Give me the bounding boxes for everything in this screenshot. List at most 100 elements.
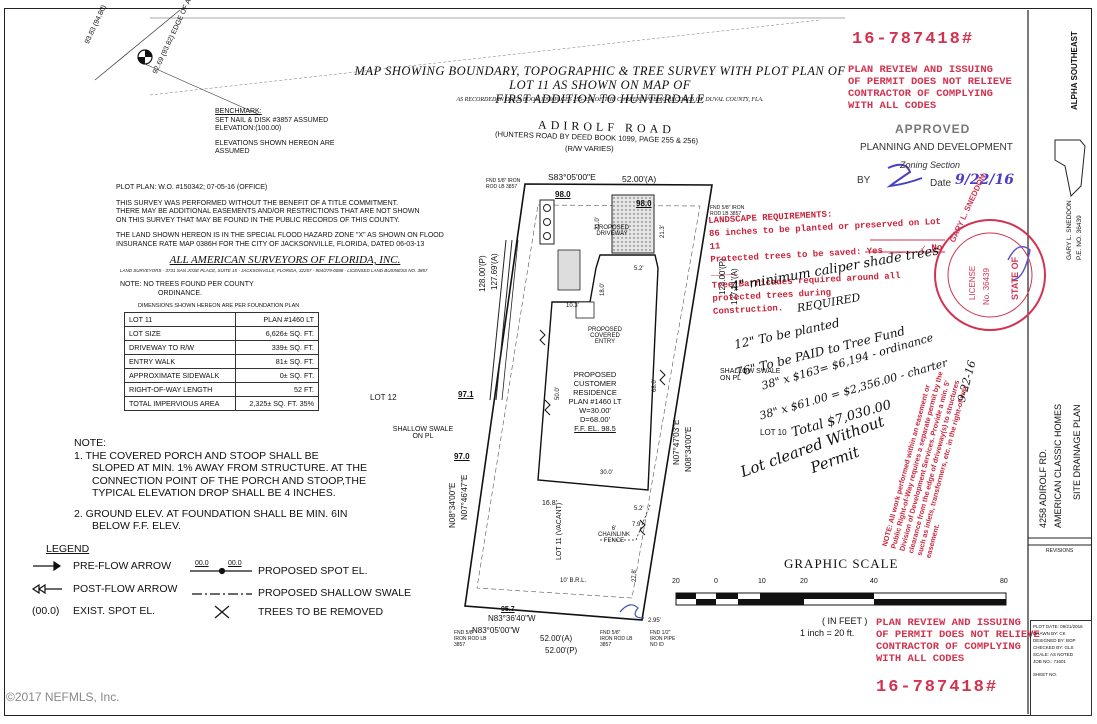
d68: 68.0' [652, 379, 658, 392]
porch-label: PROPOSED COVERED ENTRY [587, 327, 622, 345]
legend-preflow: PRE-FLOW ARROW [73, 560, 172, 572]
d27-8: 27.8' [632, 569, 638, 582]
planning-stamp: PLANNING AND DEVELOPMENT [860, 142, 1013, 153]
watermark: ©2017 NEFMLS, Inc. [6, 690, 120, 704]
fnd-bottom-right: FND 5/8" IRON ROD LB 3857 [600, 630, 633, 648]
dimensions-value: 6,626± SQ. FT. [235, 326, 319, 341]
d5-2b: 5.2' [634, 266, 644, 272]
recorded-note: AS RECORDED IN DEED BOOK 1099 PAGES 255-… [456, 97, 764, 103]
permit-review-top: PLAN REVIEW AND ISSUING OF PERMIT DOES N… [848, 64, 1012, 112]
legend-spot-sym1: 00.0 [195, 560, 209, 567]
d7-9: 7.9' [632, 522, 642, 528]
dimensions-value: 339± SQ. FT. [235, 340, 319, 355]
tb-pe: P.E. NO. 36439 [1076, 215, 1083, 260]
dimensions-value: PLAN #1460 LT [235, 312, 319, 327]
right-bearing: N07°47'03"E [672, 419, 681, 465]
graphic-scale-unit: ( IN FEET ) [822, 616, 868, 626]
proposed-residence [537, 254, 659, 491]
legend-postflow: POST-FLOW ARROW [73, 583, 178, 595]
engineer-seal [934, 219, 1046, 331]
elev-98a: 98.0 [555, 190, 571, 199]
tb-revisions: REVISIONS [1046, 548, 1074, 554]
bottom-dist: 52.00'(A) [540, 634, 573, 643]
d5-2: 5.2' [634, 506, 644, 512]
tb-sheet-title: SITE DRAINAGE PLAN [1072, 404, 1082, 500]
left-bearing2: N07°46'47"E [460, 474, 469, 520]
benchmark-block: BENCHMARK: SET NAIL & DISK #3857 ASSUMED… [215, 108, 335, 155]
seal-no: No. 36439 [982, 268, 991, 305]
bottom-bearing: N83°36'40"W [488, 614, 536, 623]
dimensions-label: DRIVEWAY TO R/W [123, 340, 237, 355]
elev-97-0: 97.0 [454, 452, 470, 461]
elev-95-7: 95.7 [501, 606, 515, 613]
lot-boundary [464, 183, 713, 621]
zoning-stamp: Zoning Section [900, 160, 961, 170]
lot10-label: LOT 10 [760, 428, 787, 437]
d18: 18.0' [600, 283, 606, 296]
right-bearing2: N08°34'00"E [684, 426, 693, 472]
lot-vacant: LOT 11 (VACANT) [556, 502, 563, 560]
fnd-bottom-left: FND 5/8" IRON ROD LB 3857 [454, 630, 487, 648]
dimensions-label: ENTRY WALK [123, 354, 237, 369]
seal-license: LICENSE [968, 265, 977, 300]
graphic-scale-ratio: 1 inch = 20 ft. [800, 628, 855, 638]
approval-date: 9/22/16 [955, 172, 1014, 188]
swale-left: SHALLOW SWALE ON PL [392, 426, 454, 440]
legend-heading: LEGEND [46, 543, 90, 555]
legend-swale: PROPOSED SHALLOW SWALE [258, 587, 412, 599]
permit-review-bottom: PLAN REVIEW AND ISSUING OF PERMIT DOES N… [876, 617, 1040, 665]
dimensions-value: 2,325± SQ. FT. 35% [235, 396, 319, 411]
dimensions-label: RIGHT-OF-WAY LENGTH [123, 382, 237, 397]
dimensions-value: 81± SQ. FT. [235, 354, 319, 369]
tb-client: AMERICAN CLASSIC HOMES [1053, 403, 1063, 528]
d50: 50.0' [555, 387, 561, 400]
survey-title: MAP SHOWING BOUNDARY, TOPOGRAPHIC & TREE… [354, 64, 846, 106]
fnd-bottom-right2: FND 1/2" IRON PIPE NO ID [650, 630, 676, 648]
d30: 30.0' [600, 470, 613, 476]
legend-exist-sym: (00.0) [32, 605, 60, 617]
brl: 10' B.R.L. [560, 578, 587, 584]
fnd-top-left: FND 5/8" IRON ROD LB 3857 [486, 178, 521, 190]
tb-surveyor: GARY L. SNEDDON [1066, 200, 1073, 260]
permit-number-top: 16-787418# [852, 30, 975, 49]
surveyor-company: ALL AMERICAN SURVEYORS OF FLORIDA, INC. [169, 254, 401, 266]
dimensions-value: 0± SQ. FT. [235, 368, 319, 383]
dimensions-label: LOT 11 [123, 312, 237, 327]
florida-logo [1054, 139, 1086, 198]
legend-proposed-spot: PROPOSED SPOT EL. [258, 565, 368, 577]
swale-right: SHALLOW SWALE ON PL [720, 368, 781, 382]
dimensions-label: LOT SIZE [123, 326, 237, 341]
trees-note: NOTE: NO TREES FOUND PER COUNTY ORDINANC… [120, 281, 254, 297]
road-rw: (R/W VARIES) [565, 144, 614, 153]
graphic-scale-bar [675, 592, 1007, 606]
bottom-bearing2: N83°05'00"W [472, 626, 520, 635]
left-dist2: 127.69'(A) [490, 253, 499, 290]
fence-label: 6' CHAINLINK FENCE [597, 526, 630, 544]
sheet-border [4, 8, 1092, 716]
dimensions-label: APPROXIMATE SIDEWALK [123, 368, 237, 383]
graphic-scale-title: GRAPHIC SCALE [784, 556, 899, 571]
legend-trees: TREES TO BE REMOVED [258, 606, 384, 618]
legend-spot-sym2: 00.0 [228, 560, 242, 567]
elev-98b: 98.0 [636, 199, 652, 208]
d21-3: 21.3' [660, 225, 666, 238]
graphic-scale-ticks: 20 0 10 20 40 80 [672, 578, 1008, 585]
surveyor-address: LAND SURVEYORS - 3731 SAN JOSE PLACE, SU… [120, 268, 428, 273]
d2-95: 2.95' [648, 618, 661, 624]
dimensions-value: 52 FT. [235, 382, 319, 397]
d21: 21.0' [595, 217, 601, 230]
general-notes: NOTE: 1. THE COVERED PORCH AND STOOP SHA… [74, 437, 367, 532]
by-label: BY [857, 175, 871, 186]
left-bearing: N08°34'00"E [448, 482, 457, 528]
bottom-dist2: 52.00'(P) [545, 646, 578, 655]
fnd-top-right: FND 5/8" IRON ROD LB 3857 [710, 205, 745, 217]
tb-address: 4258 ADIROLF RD. [1038, 448, 1048, 528]
d10-3: 10.3' [566, 303, 579, 309]
approved-stamp: APPROVED [895, 122, 971, 136]
